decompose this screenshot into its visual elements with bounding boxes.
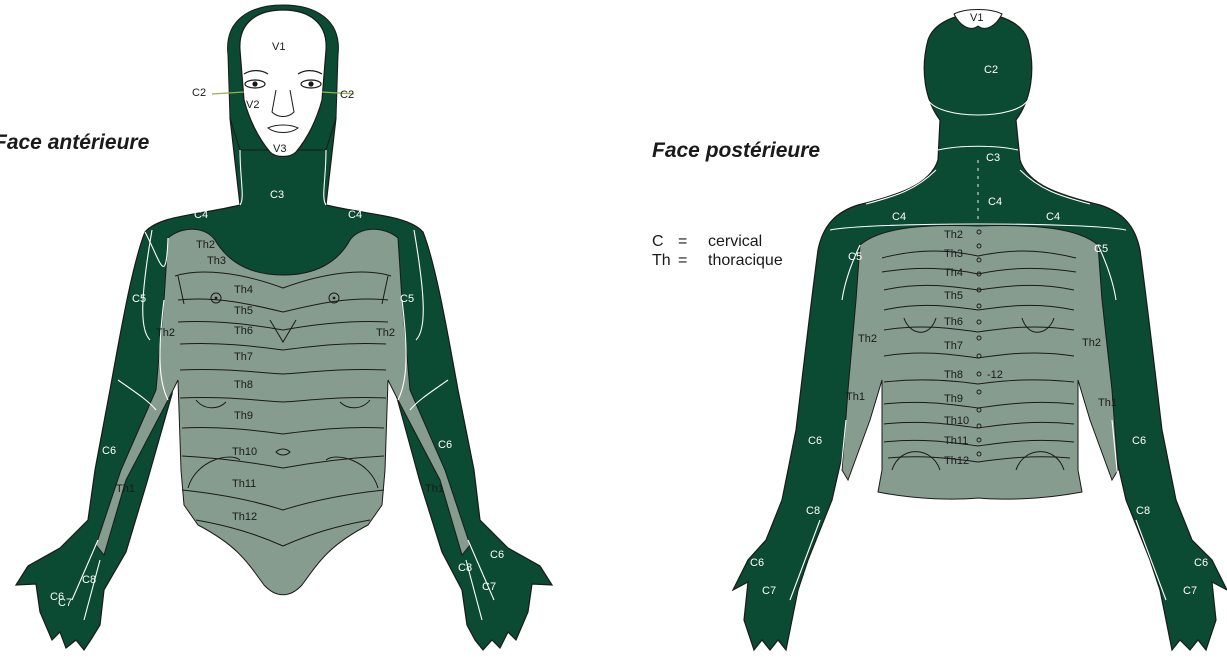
label-th8: Th8: [234, 379, 253, 391]
label-c2-left: C2: [192, 87, 206, 99]
post-label-c3: C3: [986, 152, 1000, 164]
post-label-th8: Th8: [944, 369, 963, 381]
label-c6-left: C6: [102, 445, 116, 457]
label-th4: Th4: [234, 284, 253, 296]
label-c8-left: C8: [82, 574, 96, 586]
legend-row-thoracic: Th = thoracique: [652, 251, 783, 270]
post-label-th4: Th4: [944, 267, 963, 279]
post-label-c7-left: C7: [762, 585, 776, 597]
post-label-c8-left: C8: [806, 505, 820, 517]
label-th2-left: Th2: [156, 327, 175, 339]
label-th12: Th12: [232, 511, 257, 523]
legend-abbr: Th: [652, 251, 678, 270]
legend-equals: =: [678, 232, 708, 251]
post-label-th9: Th9: [944, 393, 963, 405]
legend-meaning: thoracique: [708, 251, 783, 270]
post-label-th3: Th3: [944, 248, 963, 260]
post-label-th10: Th10: [944, 415, 969, 427]
post-label-th1-right: Th1: [1098, 397, 1117, 409]
label-th3: Th3: [207, 255, 226, 267]
posterior-view: V1 Th2 Th3 Th4 Th5 Th6 Th7 Th8 -12 Th9 T…: [733, 10, 1227, 651]
label-c8-right: C8: [458, 562, 472, 574]
label-v1: V1: [272, 41, 285, 53]
post-label-th8-note: -12: [987, 369, 1003, 381]
label-c5-left: C5: [132, 293, 146, 305]
label-v2: V2: [246, 99, 259, 111]
label-th2-top: Th2: [196, 239, 215, 251]
label-th7: Th7: [234, 351, 253, 363]
label-th1-right: Th1: [425, 483, 444, 495]
post-label-th2-left: Th2: [858, 333, 877, 345]
post-label-c6-left: C6: [808, 435, 822, 447]
label-th11: Th11: [232, 478, 256, 490]
post-label-c6-hand-right: C6: [1194, 557, 1208, 569]
label-c2-right: C2: [340, 89, 354, 101]
post-label-th1-left: Th1: [846, 391, 865, 403]
label-c7-left: C7: [58, 597, 72, 609]
label-th1-left: Th1: [116, 483, 135, 495]
label-th9: Th9: [234, 410, 253, 422]
post-label-c4-right: C4: [1046, 211, 1060, 223]
post-label-c8-right: C8: [1136, 505, 1150, 517]
post-label-c5-left: C5: [848, 251, 862, 263]
posterior-thoracic-region: [842, 226, 1118, 500]
label-v3: V3: [273, 143, 286, 155]
post-label-th6: Th6: [944, 316, 963, 328]
post-label-c6-right: C6: [1132, 435, 1146, 447]
post-label-th11: Th11: [944, 435, 968, 447]
post-label-v1: V1: [970, 12, 983, 24]
anterior-view-title: Face antérieure: [0, 131, 149, 155]
post-label-c7-right: C7: [1183, 585, 1197, 597]
label-th2-right: Th2: [376, 327, 395, 339]
label-th6: Th6: [234, 325, 253, 337]
label-c3: C3: [270, 189, 284, 201]
label-c5-right: C5: [400, 293, 414, 305]
label-c7-right: C7: [482, 581, 496, 593]
post-label-c4-left: C4: [892, 211, 906, 223]
label-c4-right: C4: [348, 209, 362, 221]
label-th5: Th5: [234, 305, 253, 317]
label-th10: Th10: [232, 446, 257, 458]
label-c6-hand-right: C6: [490, 549, 504, 561]
post-label-c6-hand-left: C6: [750, 557, 764, 569]
posterior-view-title: Face postérieure: [652, 139, 820, 163]
label-c4-left: C4: [194, 209, 208, 221]
post-label-c2: C2: [984, 64, 998, 76]
post-label-th7: Th7: [944, 340, 963, 352]
legend-abbr: C: [652, 232, 678, 251]
label-c6-right: C6: [438, 439, 452, 451]
post-label-th2: Th2: [944, 229, 963, 241]
legend-row-cervical: C = cervical: [652, 232, 783, 251]
legend-equals: =: [678, 251, 708, 270]
legend: C = cervical Th = thoracique: [652, 232, 783, 270]
post-label-th2-right: Th2: [1082, 337, 1101, 349]
post-label-th5: Th5: [944, 290, 963, 302]
post-label-c5-right: C5: [1094, 243, 1108, 255]
post-label-c4-center: C4: [988, 196, 1002, 208]
post-label-th12: Th12: [944, 455, 969, 467]
anterior-view: V1 V2 V3 C2 C2 Th2 Th3 Th4 Th5 Th6 Th7 T…: [16, 5, 552, 650]
legend-meaning: cervical: [708, 232, 762, 251]
